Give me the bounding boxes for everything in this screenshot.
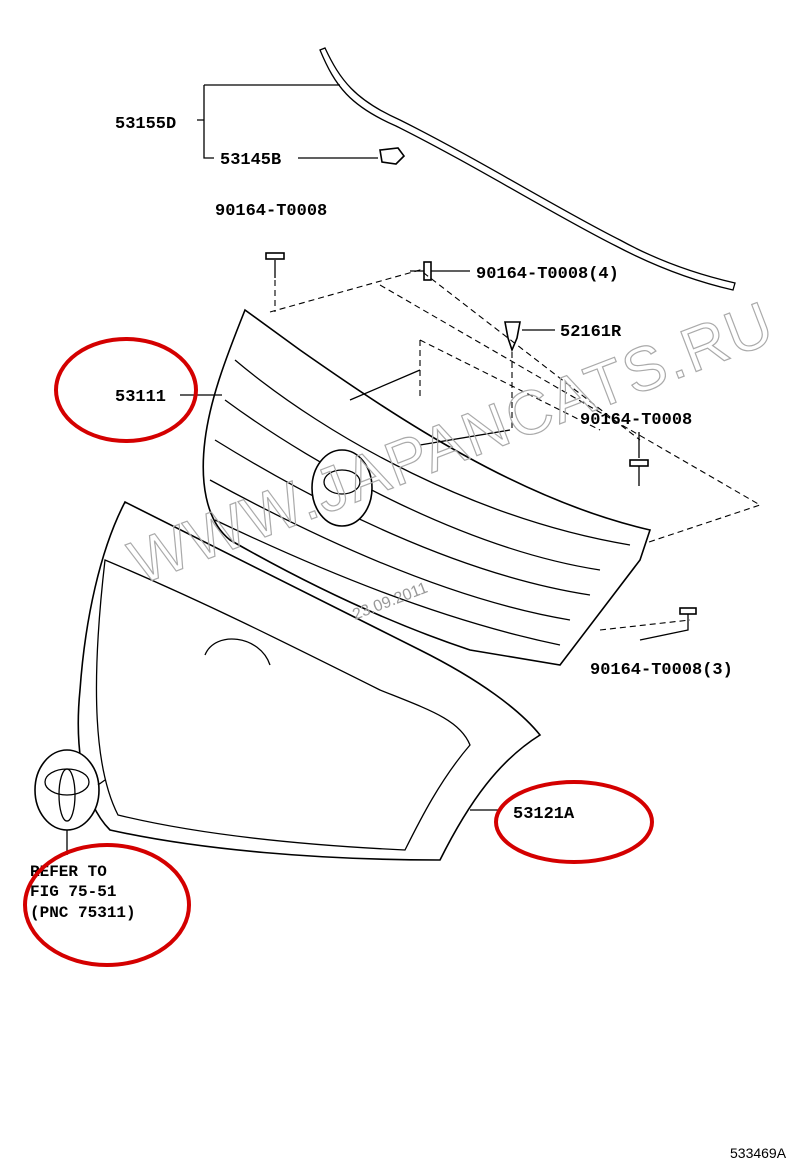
screw-top xyxy=(265,252,285,278)
hood-seal-strip xyxy=(319,47,736,291)
reference-line-3: (PNC 75311) xyxy=(30,904,136,922)
toyota-emblem xyxy=(34,749,106,855)
label-53111: 53111 xyxy=(115,388,166,407)
screw-3 xyxy=(639,607,697,641)
diagram-code: 533469A xyxy=(730,1145,787,1161)
clip-53145B xyxy=(379,147,406,165)
highlight-reference xyxy=(23,843,191,967)
screw-right xyxy=(629,432,649,486)
leader-53155D xyxy=(197,84,340,159)
radiator-grille xyxy=(202,308,652,666)
clip-52161R xyxy=(504,321,555,353)
screw-4 xyxy=(410,261,470,281)
highlight-53111 xyxy=(54,337,198,443)
label-52161R: 52161R xyxy=(560,323,622,342)
label-90164-T0008-4: 90164-T0008(4) xyxy=(476,265,619,284)
label-53155D: 53155D xyxy=(115,115,176,134)
label-90164-T0008-3: 90164-T0008(3) xyxy=(590,661,733,680)
reference-line-1: REFER TO xyxy=(30,863,107,881)
highlight-53121A xyxy=(494,780,654,864)
grille-emblem xyxy=(311,449,373,527)
grille-garnish xyxy=(77,500,542,861)
label-90164-T0008-right: 90164-T0008 xyxy=(580,411,692,430)
label-53145B: 53145B xyxy=(220,151,281,170)
label-90164-T0008-top: 90164-T0008 xyxy=(215,202,327,221)
reference-line-2: FIG 75-51 xyxy=(30,883,116,901)
label-53121A: 53121A xyxy=(513,805,575,824)
